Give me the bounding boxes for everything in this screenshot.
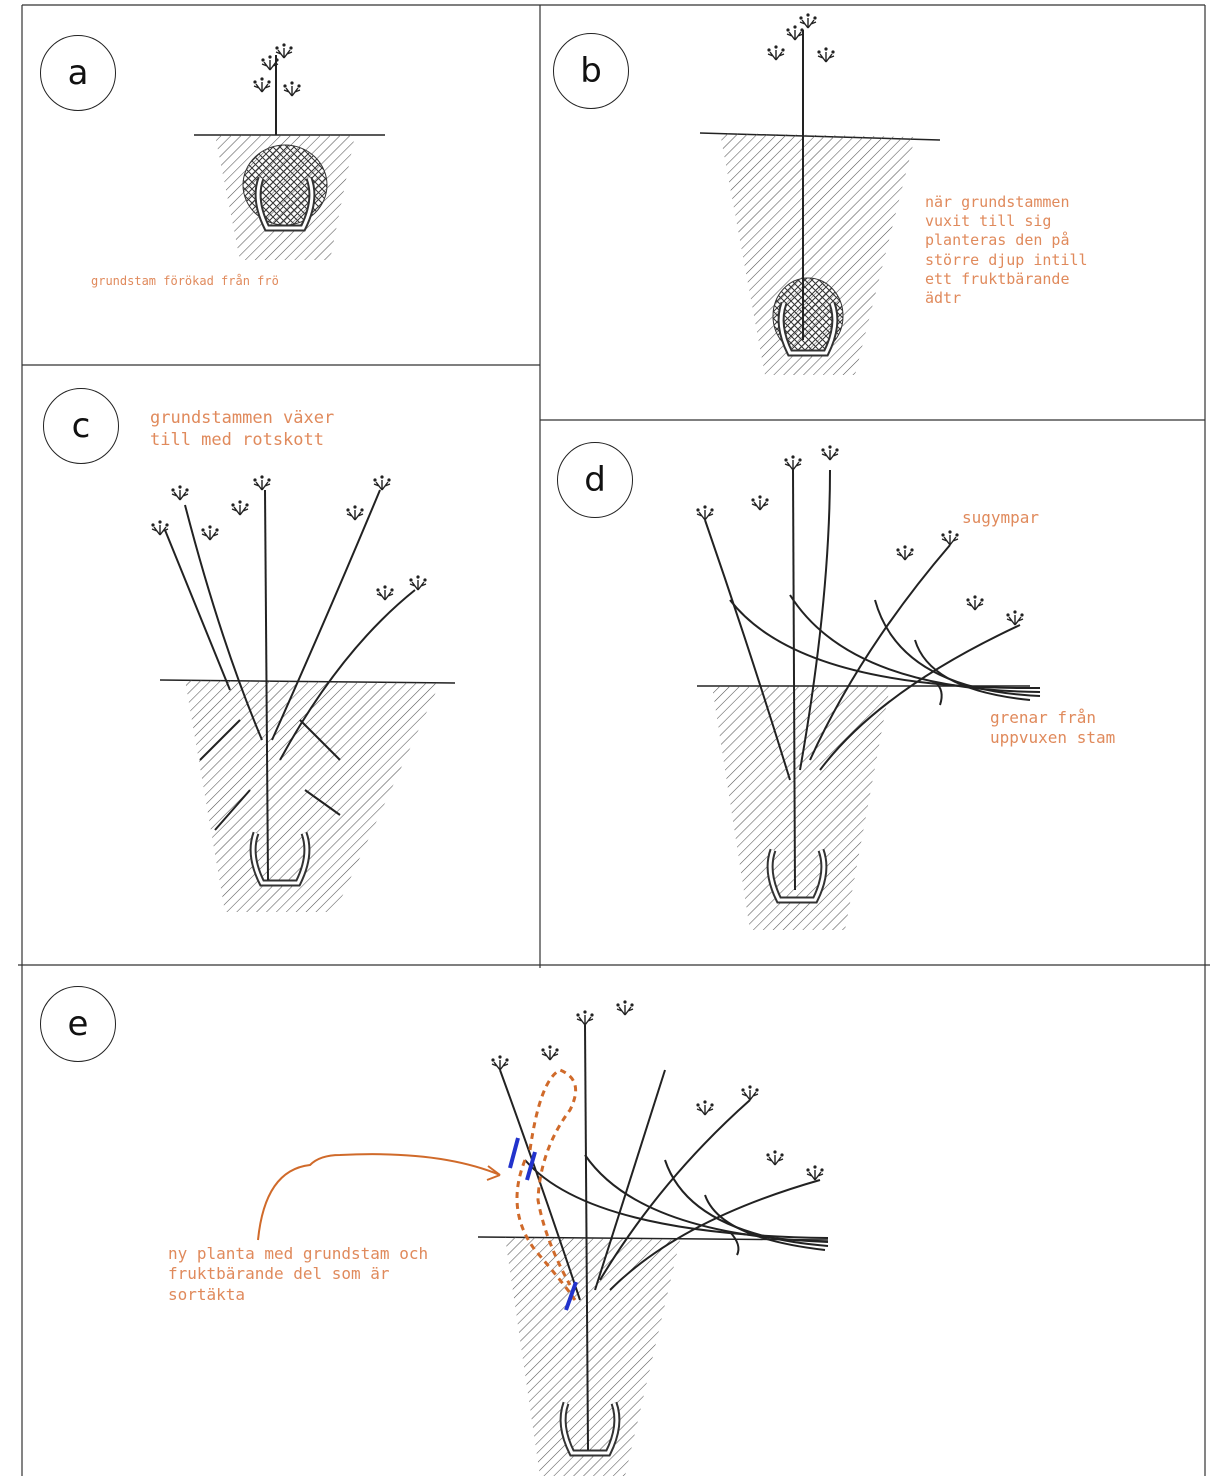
panel-label-e: e [40,986,116,1062]
panel-e-drawing [258,1000,828,1476]
panel-label-a: a [40,35,116,111]
panel-a-drawing [194,43,385,260]
panel-b-drawing [700,13,940,375]
panel-d-caption-right: grenar från uppvuxen stam [990,708,1115,749]
panel-label-b: b [553,33,629,109]
panel-a-caption: grundstam förökad från frö [91,274,279,289]
panel-e-caption: ny planta med grundstam och fruktbärande… [168,1244,428,1305]
panel-label-d: d [557,442,633,518]
arrow [258,1154,500,1240]
panel-label-c: c [43,388,119,464]
panel-c-caption: grundstammen växer till med rotskott [150,408,334,452]
panel-d-caption-top: sugympar [962,508,1039,528]
panel-c-drawing [151,475,455,912]
panel-b-caption: när grundstammen vuxit till sig plantera… [925,193,1088,308]
